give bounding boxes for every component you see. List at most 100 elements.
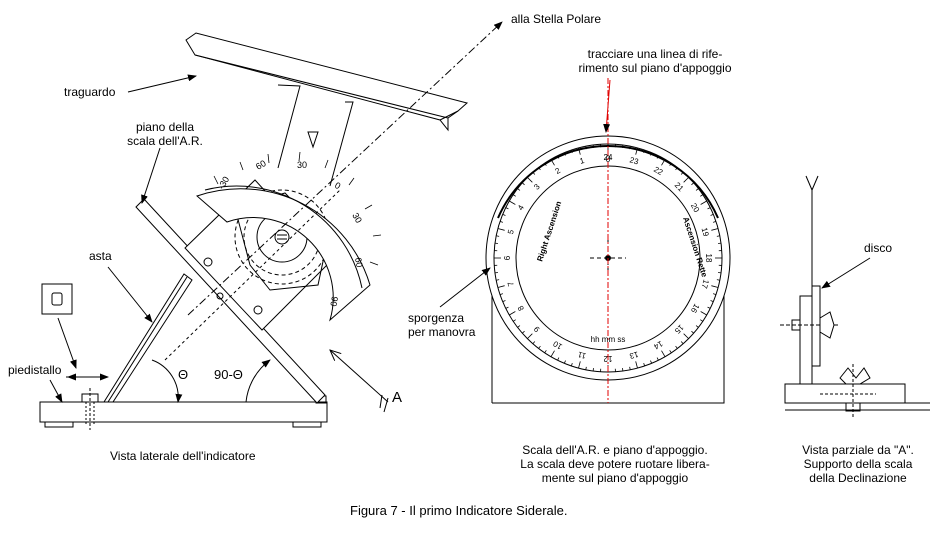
hour-tick [585,146,587,150]
hour-tick [656,155,659,159]
hour-tick [707,306,711,309]
arc-num-2: 30 [297,160,307,170]
side-view [39,21,503,430]
hour-tick [564,152,566,156]
hour-tick [711,285,719,288]
hour-tick [522,182,525,186]
hour-tick [496,279,500,281]
key-box [41,283,73,315]
piedistallo-label: piedistallo [8,363,62,377]
reference-arrow [603,79,611,133]
hour-number: 1 [579,156,586,166]
key-leader [57,317,77,369]
hour-tick [570,149,573,154]
hour-tick [550,350,555,357]
traguardo-label: traguardo [64,85,116,99]
partial-view-caption: Vista parziale da "A". Supporto della sc… [780,443,936,485]
hour-tick [669,162,672,166]
hour-tick [700,200,707,205]
reference-label-line1: tracciare una linea di rife- [587,47,723,61]
front-caption-line3: mente sul piano d'appoggio [541,471,689,485]
hour-tick [716,279,720,281]
partial-caption-line1: Vista parziale da "A". [802,443,914,457]
hour-tick [712,293,717,296]
hour-tick [650,152,652,156]
declination-arc [196,188,371,322]
hour-tick [629,146,631,150]
polaris-label: alla Stella Polare [511,12,602,26]
theta-arc [151,359,183,403]
base-foot-right [292,421,322,428]
piedistallo-leader [49,379,63,403]
hour-ticks [494,144,722,372]
sporgenza-leader [439,267,491,308]
front-caption-line1: Scala dell'A.R. e piano d'appoggio. [522,443,708,457]
hour-tick [512,319,516,322]
theta-label: Θ [178,367,189,382]
hour-tick [497,285,505,288]
hour-tick [532,341,536,344]
hour-tick [669,350,672,354]
hour-tick [509,200,516,205]
hour-number: 13 [628,350,639,361]
ninety-theta-arc [245,359,271,403]
hour-number: 3 [532,182,542,192]
hour-tick [710,300,714,302]
hour-tick [711,228,719,231]
hour-tick [695,188,699,191]
hour-tick [544,162,547,166]
hour-tick [512,194,516,197]
hour-tick [680,172,684,175]
hour-tick [502,214,506,216]
hour-tick [707,207,711,210]
hour-tick [675,167,678,171]
partial-view [780,175,930,418]
hour-tick [505,306,509,309]
polaris-sight-line [187,21,503,316]
hour-tick [716,235,720,237]
hour-tick [557,357,560,361]
stand [491,288,725,404]
hour-tick [635,361,638,369]
hour-tick [661,159,666,166]
sporgenza-label: sporgenza per manovra [408,311,475,339]
hour-tick [544,350,547,354]
hour-number: 19 [700,227,711,238]
hour-tick [700,311,707,316]
piano-leader [141,147,161,204]
hour-number: 4 [516,203,526,212]
hour-tick [656,357,659,361]
hour-number: 7 [506,280,516,287]
hour-number: 24 [604,153,613,162]
hour-tick [517,188,521,191]
top-zero: 0 [605,154,610,164]
hour-number: 9 [532,324,542,334]
hour-tick [527,333,533,339]
arc-num-3: 0 [333,180,342,191]
hour-tick [635,147,638,155]
hour-tick [496,235,500,237]
hour-number: 11 [576,350,587,361]
hour-number: 18 [704,254,713,263]
hour-tick [712,220,717,223]
view-a-arrow [330,350,389,403]
hour-tick [643,362,646,367]
disco-label: disco [864,241,893,255]
partial-caption-line3: della Declinazione [809,471,907,485]
hour-tick [550,159,555,166]
hour-tick [691,182,694,186]
sporgenza-label-line2: per manovra [408,325,476,339]
hour-tick [585,366,587,370]
view-a-label: A [392,389,403,406]
hour-number: 6 [503,255,512,260]
arc-num-1: 60 [254,158,268,172]
arc-num-0: -30 [216,175,231,191]
hour-tick [499,293,504,296]
side-view-caption: Vista laterale dell'indicatore [110,449,256,463]
hour-tick [502,300,506,302]
hour-tick [505,207,509,210]
base-plate [39,401,328,423]
hour-number: 23 [629,155,640,166]
reference-label-line2: rimento sul piano d'appoggio [578,61,732,75]
hour-tick [499,220,504,223]
